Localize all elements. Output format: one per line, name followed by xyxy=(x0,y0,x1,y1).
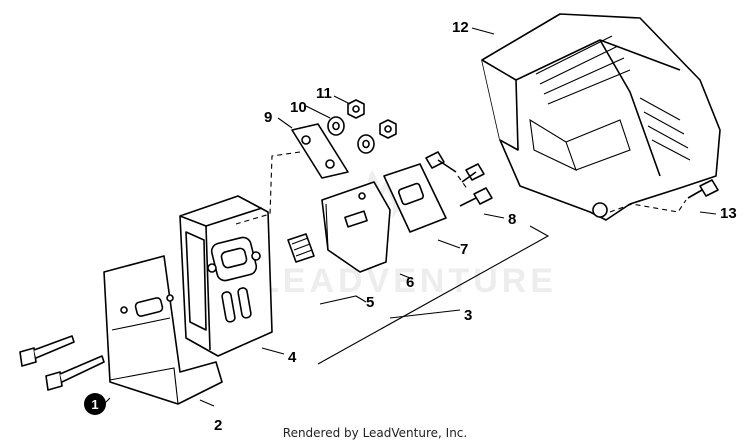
bolt-1b[interactable] xyxy=(45,355,105,391)
footer-credit: Rendered by LeadVenture, Inc. xyxy=(282,426,468,440)
svg-text:1: 1 xyxy=(91,397,98,412)
part-1-badge: 1 xyxy=(84,393,106,415)
screw-13[interactable] xyxy=(687,179,719,199)
callout-13: 13 xyxy=(720,205,737,222)
callout-labels: 2 4 5 3 6 7 8 9 10 11 12 13 xyxy=(214,19,737,434)
lock-washer-bottom[interactable] xyxy=(357,134,375,154)
callout-2: 2 xyxy=(214,417,222,434)
muffler-cover[interactable] xyxy=(481,13,721,221)
svg-text:LEADVENTURE: LEADVENTURE xyxy=(258,262,557,300)
heat-shield-bracket[interactable] xyxy=(103,255,223,405)
cover-plate[interactable] xyxy=(291,123,349,179)
deflector-plate[interactable] xyxy=(321,181,391,273)
callout-6: 6 xyxy=(406,274,414,291)
callout-10: 10 xyxy=(290,99,307,116)
callout-7: 7 xyxy=(460,241,468,258)
screw-8b[interactable] xyxy=(461,163,485,183)
callout-5: 5 xyxy=(366,294,374,311)
callout-4: 4 xyxy=(288,349,297,366)
hex-nut-top[interactable] xyxy=(347,99,365,119)
callout-3: 3 xyxy=(464,307,472,324)
gasket[interactable] xyxy=(383,163,447,233)
callout-11: 11 xyxy=(316,85,332,102)
screw-8c[interactable] xyxy=(459,187,493,207)
callout-8: 8 xyxy=(508,211,516,228)
spark-arrestor-screen[interactable] xyxy=(287,233,315,263)
bolt-1a[interactable] xyxy=(19,335,75,367)
muffler-body[interactable] xyxy=(179,195,273,357)
callout-9: 9 xyxy=(264,109,272,126)
hex-nut-bottom[interactable] xyxy=(379,119,397,139)
callout-12: 12 xyxy=(452,19,469,36)
leader-lines xyxy=(103,27,717,407)
lock-washer-top[interactable] xyxy=(327,116,345,136)
screw-8a[interactable] xyxy=(425,151,457,173)
